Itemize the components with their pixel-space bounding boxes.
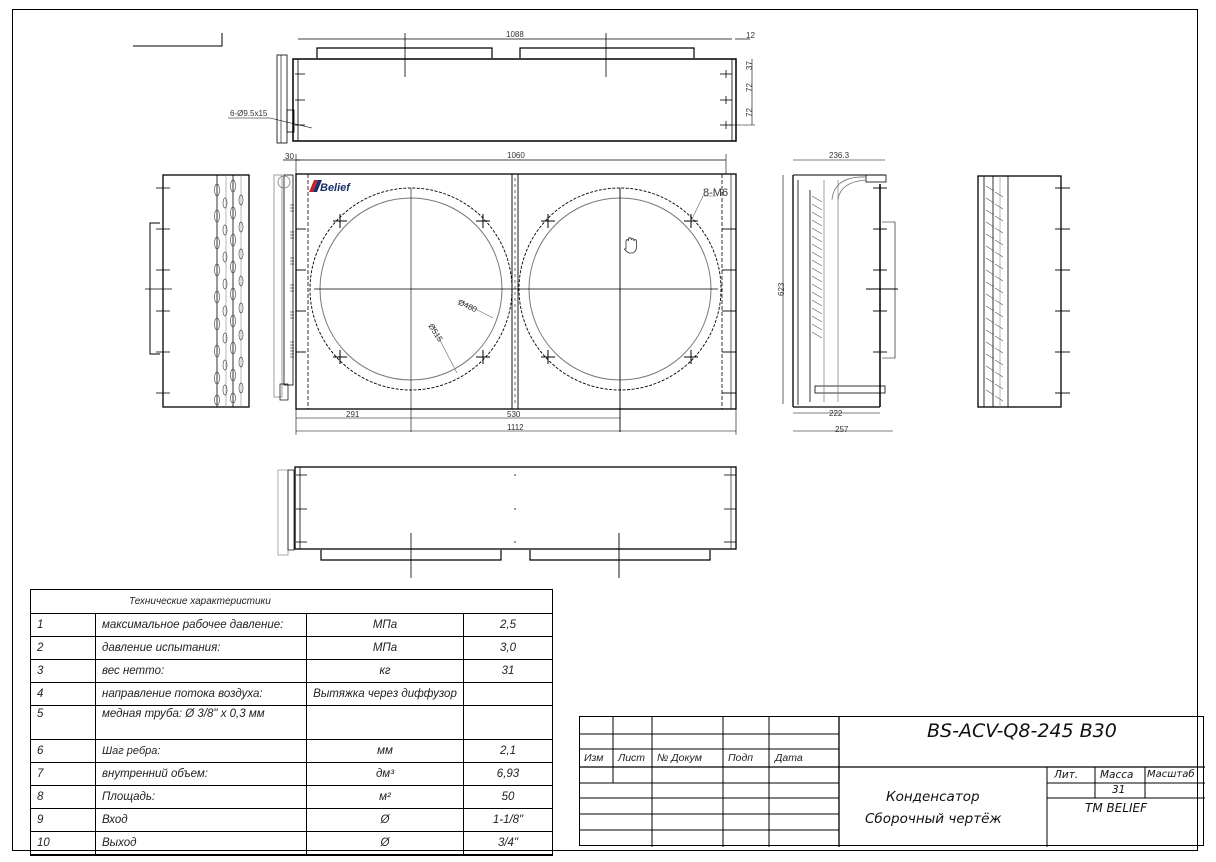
spec-row: 5 медная труба: Ø 3/8" x 0,3 мм — [30, 705, 553, 740]
title-block-grid — [580, 717, 1205, 847]
header-doc-no: № Докум — [657, 752, 702, 764]
drawing-type: Сборочный чертёж — [865, 811, 1002, 827]
product-name: Конденсатор — [886, 789, 980, 805]
spec-row: 2 давление испытания: МПа 3,0 — [30, 636, 553, 660]
header-list: Лист — [618, 752, 646, 764]
dim-12: 12 — [746, 31, 755, 40]
spec-row: 10 Выход Ø 3/4" — [30, 831, 553, 856]
specs-title: Технические характеристики — [30, 589, 553, 614]
dim-72a: 72 — [745, 83, 754, 92]
dim-236-3: 236.3 — [829, 151, 850, 160]
specs-table: Технические характеристики 1 максимально… — [30, 589, 553, 856]
header-date: Дата — [775, 752, 803, 764]
company-name: TM BELIEF — [1085, 801, 1148, 815]
rear-view — [977, 175, 1070, 408]
dim-257: 257 — [835, 425, 849, 434]
header-izm: Изм — [584, 752, 604, 764]
spec-row: 4 направление потока воздуха: Вытяжка че… — [30, 682, 553, 706]
dim-222: 222 — [829, 409, 843, 418]
top-view — [228, 33, 755, 144]
dim-291: 291 — [346, 410, 360, 419]
drawing-frame — [12, 9, 1198, 851]
dim-8-m6: 8-M6 — [703, 187, 728, 199]
document-code: BS-ACV-Q8-245 B30 — [927, 720, 1117, 742]
front-view — [273, 154, 737, 435]
section-view — [782, 159, 898, 432]
dim-d480: Ø480 — [457, 298, 479, 315]
dim-1060: 1060 — [507, 151, 525, 160]
title-block: Изм Лист № Докум Подп Дата BS-ACV-Q8-245… — [579, 716, 1205, 847]
scale-label: Масштаб — [1147, 769, 1195, 780]
dim-37: 37 — [745, 61, 754, 70]
dim-mount-holes: 6-Ø9.5x15 — [230, 109, 268, 118]
dim-1088: 1088 — [506, 30, 524, 39]
mass-label: Масса — [1100, 769, 1134, 781]
spec-row: 9 Вход Ø 1-1/8" — [30, 808, 553, 832]
bottom-view — [277, 466, 737, 578]
mass-value: 31 — [1112, 784, 1126, 796]
spec-row: 8 Площадь: м² 50 — [30, 785, 553, 809]
spec-row: 3 вес нетто: кг 31 — [30, 659, 553, 683]
dim-72b: 72 — [745, 108, 754, 117]
dim-30: 30 — [285, 152, 294, 161]
spec-row: 1 максимальное рабочее давление: МПа 2,5 — [30, 613, 553, 637]
left-side-view — [145, 174, 250, 408]
logo-text: Belief — [320, 182, 351, 194]
dim-530: 530 — [507, 410, 521, 419]
dim-d515: Ø515 — [426, 322, 444, 344]
dim-623: 623 — [777, 282, 786, 296]
hand-cursor-icon — [623, 237, 637, 254]
dim-1112: 1112 — [507, 423, 524, 432]
belief-logo — [309, 180, 322, 192]
header-sign: Подп — [728, 752, 754, 764]
lit-label: Лит. — [1054, 769, 1079, 781]
spec-row: 6 Шаг ребра: мм 2,1 — [30, 739, 553, 763]
spec-row: 7 внутренний объем: дм³ 6,93 — [30, 762, 553, 786]
